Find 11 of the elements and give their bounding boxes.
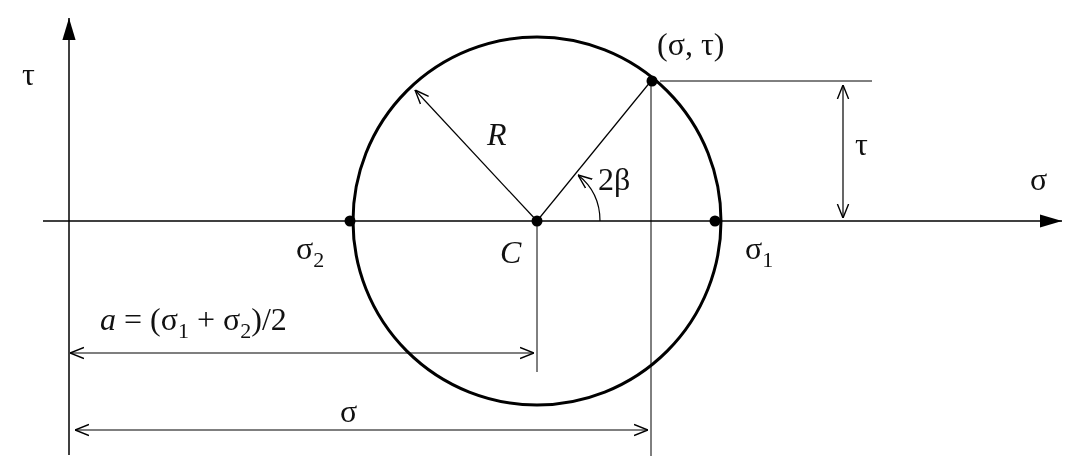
dimension-label: σ	[340, 395, 358, 427]
axis-label: τ	[22, 58, 35, 90]
angle-label: 2β	[598, 163, 631, 195]
point-label: (σ, τ)	[657, 28, 725, 60]
dimension-label: τ	[855, 128, 868, 160]
radius-label: R	[487, 118, 507, 150]
formula: a = (σ$_{1}$ + σ$_{2}$)/2	[100, 303, 287, 342]
point-label: σ$_{2}$	[296, 232, 325, 271]
point-label: C	[500, 236, 522, 268]
point-label: σ$_{1}$	[745, 232, 774, 271]
axis-label: σ	[1030, 163, 1048, 195]
